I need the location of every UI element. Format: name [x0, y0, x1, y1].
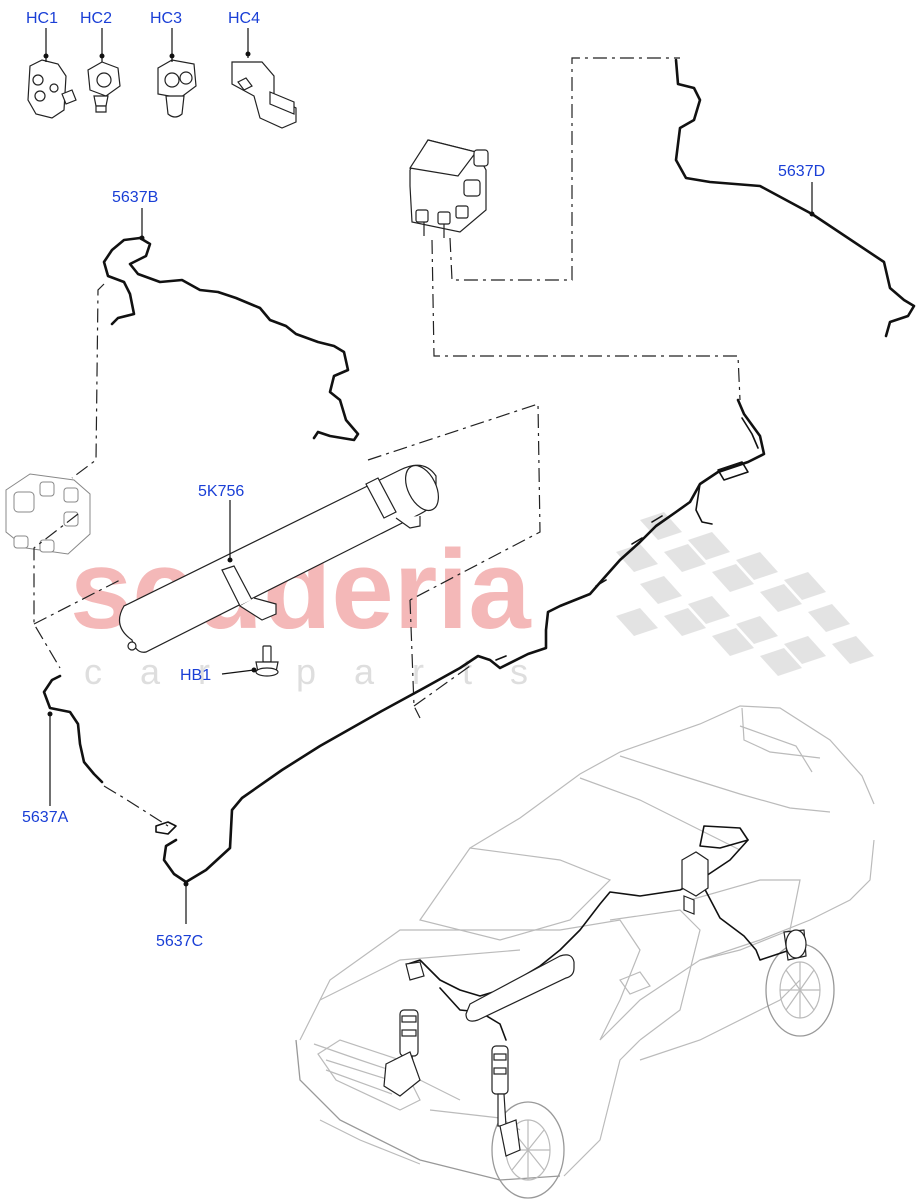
callout-5637d: 5637D [778, 163, 825, 180]
clip-hc1: HC1 [26, 10, 77, 119]
callout-5637c: 5637C [156, 933, 203, 950]
bolt-hb1: HB1 [180, 645, 279, 684]
watermark-checker-flag [616, 512, 874, 676]
rear-air-spring [783, 929, 807, 961]
pipe-clip-icon [27, 59, 77, 119]
callout-hc3: HC3 [150, 10, 182, 27]
pipe-clip-icon [157, 59, 197, 118]
front-right-air-strut [491, 1045, 521, 1157]
callout-hc4: HC4 [228, 10, 260, 27]
pipe-clip-icon [87, 61, 121, 113]
air-valve-block-icon [409, 139, 489, 238]
suv-vehicle-icon [295, 705, 875, 1199]
front-left-air-strut [383, 961, 425, 1097]
clip-hc3: HC3 [150, 10, 197, 118]
pipe-5637d: 5637D [674, 58, 916, 338]
clip-hc2: HC2 [80, 10, 121, 113]
pipe-5637c: 5637C [156, 398, 766, 950]
callout-hb1: HB1 [180, 667, 211, 684]
callout-hc1: HC1 [26, 10, 58, 27]
clip-hc4: HC4 [228, 10, 297, 129]
callout-5637b: 5637B [112, 189, 158, 206]
pipe-5637b: 5637B [102, 189, 360, 442]
reservoir-5k756: 5K756 [118, 464, 440, 653]
air-reservoir-tank-icon [118, 464, 440, 653]
bolt-icon [255, 645, 279, 677]
callout-5k756: 5K756 [198, 483, 244, 500]
watermark-sub-text: car parts [84, 651, 566, 692]
pipe-5637a: 5637A [22, 674, 177, 835]
dash-links [33, 57, 741, 827]
pipe-bracket-clip-icon [231, 61, 297, 129]
callout-hc2: HC2 [80, 10, 112, 27]
callout-5637a: 5637A [22, 809, 69, 826]
